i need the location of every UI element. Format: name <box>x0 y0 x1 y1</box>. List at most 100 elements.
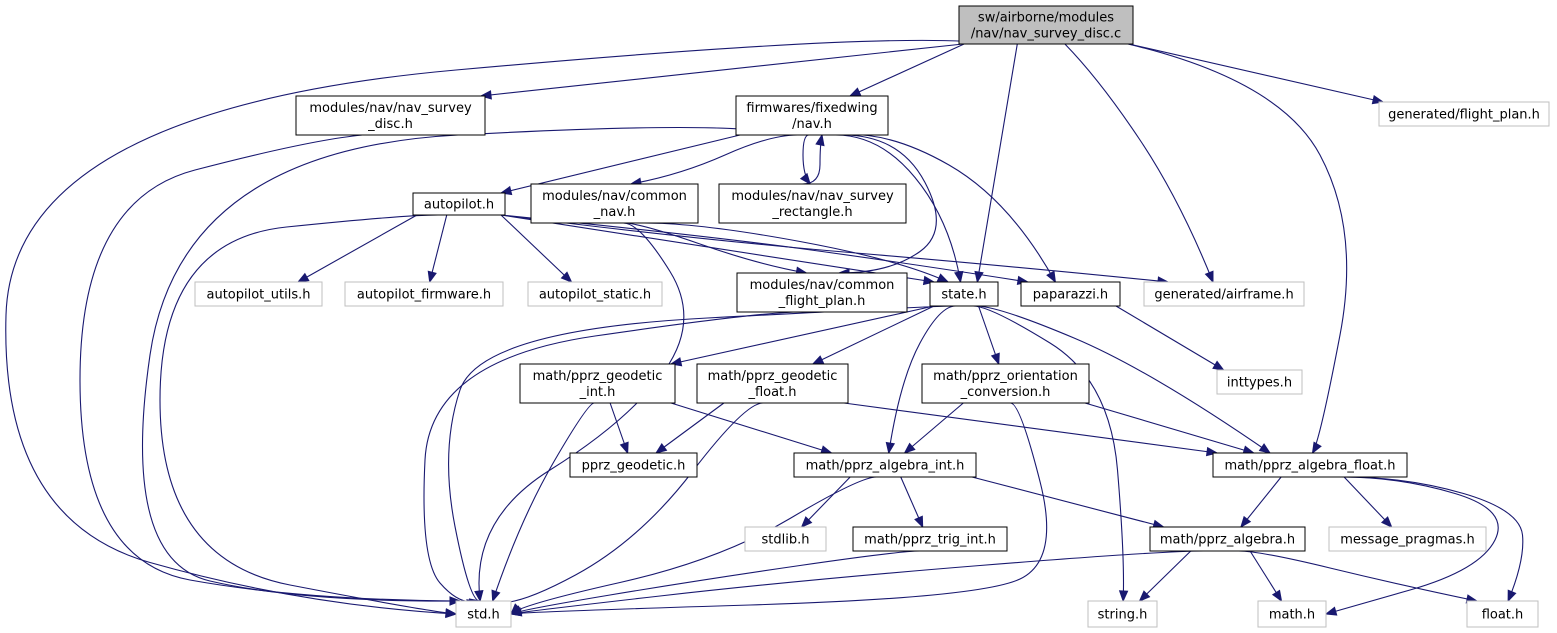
node-common-nav-h[interactable]: modules/nav/common_nav.h <box>530 183 699 224</box>
edge-state_h-to-algebra_float_h <box>975 305 1272 454</box>
edge-arrowhead <box>479 90 492 100</box>
node-box <box>1216 369 1303 395</box>
node-message-pragmas-h[interactable]: message_pragmas.h <box>1328 526 1487 552</box>
node-root[interactable]: sw/airborne/modules/nav/nav_survey_disc.… <box>958 5 1134 45</box>
edge-algebra_int_h-to-stdlib_h <box>800 476 851 528</box>
edge-fw_nav_h-to-nav_survey_rect_h <box>799 134 811 186</box>
node-box <box>194 281 323 307</box>
node-state-h[interactable]: state.h <box>929 281 999 307</box>
edge-line <box>1127 43 1348 454</box>
node-label-line: inttypes.h <box>1227 376 1292 391</box>
edge-geodetic_int_h-to-algebra_int_h <box>670 402 833 455</box>
edge-pprz_algebra_h-to-math_h <box>1249 550 1283 603</box>
edge-line <box>971 476 1164 528</box>
node-label-line: generated/flight_plan.h <box>1388 108 1540 123</box>
edge-line <box>1325 476 1499 615</box>
edge-line <box>1128 43 1384 103</box>
edge-line <box>492 402 595 602</box>
edge-line <box>297 214 418 283</box>
node-label-line: math/pprz_algebra.h <box>1160 533 1295 548</box>
node-label-line: _conversion.h <box>960 385 1051 400</box>
edge-state_h-to-geodetic_int_h <box>669 305 935 367</box>
edge-line <box>835 134 962 283</box>
edge-arrowhead <box>990 352 1000 366</box>
node-pprz-geodetic-h[interactable]: pprz_geodetic.h <box>569 452 698 478</box>
node-label-line: _int.h <box>579 385 616 400</box>
edge-autopilot_h-to-autopilot_firmware_h <box>427 214 448 284</box>
node-inttypes-h[interactable]: inttypes.h <box>1216 369 1303 395</box>
edge-line <box>510 402 1048 615</box>
edge-arrowhead <box>815 133 825 147</box>
edge-state_h-to-geodetic_float_h <box>811 305 935 365</box>
node-geodetic-float-h[interactable]: math/pprz_geodetic_float.h <box>696 363 849 404</box>
node-label-line: string.h <box>1098 608 1148 623</box>
edge-line <box>141 126 786 602</box>
node-box <box>1020 281 1121 307</box>
node-label-line: math/pprz_trig_int.h <box>864 533 996 548</box>
edge-paparazzi_h-to-inttypes_h <box>1115 305 1225 371</box>
edge-line <box>1139 550 1192 602</box>
edge-autopilot_h-to-std_h <box>159 214 458 618</box>
edge-line <box>1343 476 1393 528</box>
node-label-line: math/pprz_algebra_int.h <box>806 459 965 474</box>
node-pprz-algebra-h[interactable]: math/pprz_algebra.h <box>1149 526 1306 552</box>
node-label-line: _rectangle.h <box>771 205 852 220</box>
node-math-h[interactable]: math.h <box>1257 600 1327 628</box>
node-orientation-conv-h[interactable]: math/pprz_orientation_conversion.h <box>921 363 1090 404</box>
edge-algebra_float_h-to-float_h <box>1343 476 1524 603</box>
node-string-h[interactable]: string.h <box>1087 600 1158 628</box>
edge-arrowhead <box>1118 590 1129 603</box>
node-std-h[interactable]: std.h <box>455 600 512 628</box>
edge-autopilot_h-to-autopilot_static_h <box>500 214 573 283</box>
edge-line <box>480 43 964 97</box>
edge-nav_survey_disc_h-to-std_h <box>79 134 462 606</box>
node-label-line: _disc.h <box>367 117 413 132</box>
edge-arrowhead <box>903 442 916 454</box>
edge-line <box>1064 43 1214 283</box>
node-autopilot-static-h[interactable]: autopilot_static.h <box>527 281 663 307</box>
edge-line <box>670 305 935 365</box>
node-label-line: modules/nav/nav_survey <box>731 189 894 204</box>
node-label-line: autopilot_firmware.h <box>357 288 491 303</box>
node-nav-survey-rect-h[interactable]: modules/nav/nav_survey_rectangle.h <box>718 183 907 224</box>
node-box <box>793 452 977 478</box>
node-stdlib-h[interactable]: stdlib.h <box>744 526 827 552</box>
edge-line <box>623 222 807 274</box>
node-paparazzi-h[interactable]: paparazzi.h <box>1020 281 1121 307</box>
node-fw-nav-h[interactable]: firmwares/fixedwing/nav.h <box>735 95 889 136</box>
edge-line <box>5 39 995 615</box>
edge-line <box>510 550 920 615</box>
edge-line <box>655 402 725 454</box>
node-flight-plan-h[interactable]: generated/flight_plan.h <box>1378 101 1550 127</box>
nodes-layer: sw/airborne/modules/nav/nav_survey_disc.… <box>194 5 1550 628</box>
node-geodetic-int-h[interactable]: math/pprz_geodetic_int.h <box>519 363 676 404</box>
node-box <box>519 363 676 404</box>
node-box <box>455 600 512 628</box>
edge-line <box>670 402 832 454</box>
node-autopilot-h[interactable]: autopilot.h <box>412 192 506 216</box>
node-algebra-int-h[interactable]: math/pprz_algebra_int.h <box>793 452 977 478</box>
node-airframe-h[interactable]: generated/airframe.h <box>1143 281 1305 307</box>
node-label-line: _float.h <box>747 385 796 400</box>
node-nav-survey-disc-h[interactable]: modules/nav/nav_survey_disc.h <box>295 95 486 136</box>
edge-line <box>429 214 448 283</box>
edge-line <box>79 134 461 602</box>
node-algebra-float-h[interactable]: math/pprz_algebra_float.h <box>1212 452 1408 478</box>
edge-root-to-algebra_float_h <box>1127 43 1348 455</box>
edge-arrowhead <box>560 271 573 283</box>
edge-common_nav_h-to-std_h <box>474 222 685 603</box>
edge-line <box>1343 476 1524 602</box>
node-trig-int-h[interactable]: math/pprz_trig_int.h <box>852 526 1008 552</box>
node-float-h[interactable]: float.h <box>1466 600 1539 628</box>
edge-pprz_algebra_h-to-std_h <box>509 550 1204 617</box>
edge-arrowhead <box>1271 589 1283 603</box>
node-box <box>295 95 486 136</box>
node-label-line: _nav.h <box>593 205 636 220</box>
node-common-flight-plan-h[interactable]: modules/nav/common_flight_plan.h <box>736 272 908 313</box>
edge-line <box>843 402 1218 454</box>
node-autopilot-utils-h[interactable]: autopilot_utils.h <box>194 281 323 307</box>
edge-line <box>1115 305 1224 371</box>
node-autopilot-firmware-h[interactable]: autopilot_firmware.h <box>344 281 504 307</box>
edge-line <box>490 402 763 604</box>
